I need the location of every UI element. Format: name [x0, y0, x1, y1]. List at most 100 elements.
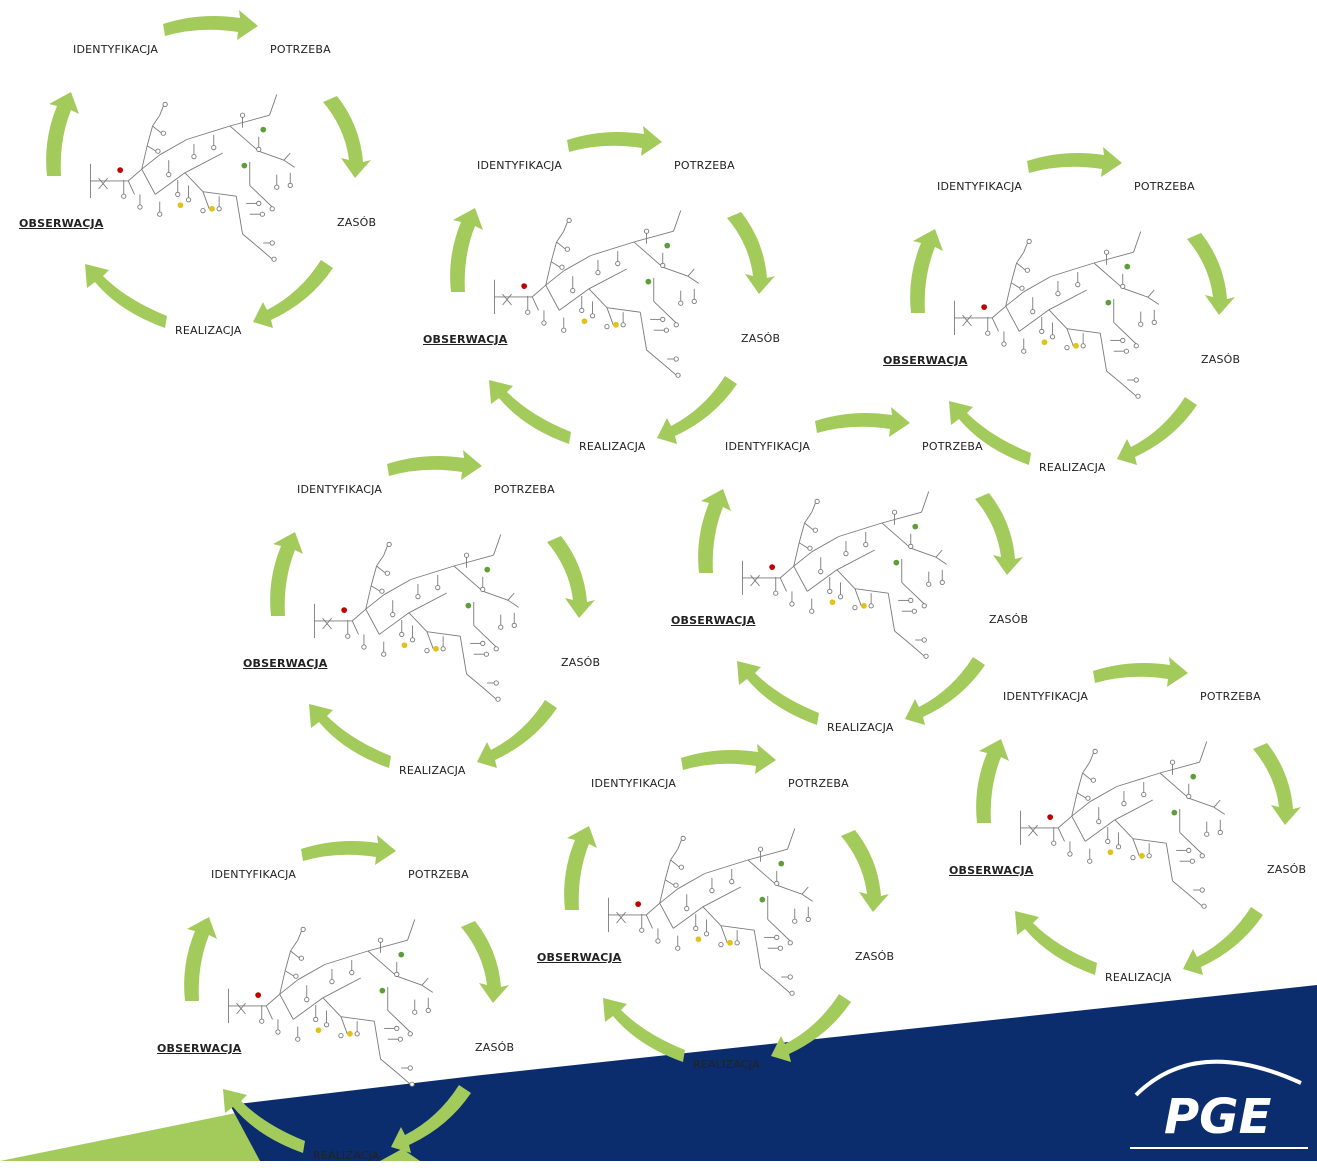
network-node-green	[379, 987, 386, 994]
cycle-arrow	[85, 264, 167, 328]
network-node	[660, 316, 666, 323]
network-node	[891, 509, 898, 515]
label-zasob: ZASÓB	[337, 216, 377, 229]
network-node	[495, 696, 501, 702]
network-node	[295, 1036, 301, 1042]
network-node	[639, 927, 645, 933]
cycle-arrows	[450, 126, 775, 444]
network-node-green	[1105, 299, 1112, 306]
cycle-arrow	[681, 744, 776, 774]
label-obserwacja: OBSERWACJA	[157, 1042, 242, 1055]
network-node	[1135, 393, 1141, 399]
network-node	[157, 211, 163, 217]
network-node	[579, 307, 585, 314]
cycle-arrow	[223, 1089, 305, 1153]
cycle-arrow	[976, 739, 1009, 823]
label-identyfikacja: IDENTYFIKACJA	[211, 868, 297, 881]
network-node-red	[1047, 814, 1054, 820]
cycle-arrow	[1027, 147, 1122, 177]
cycle-arrow	[450, 208, 483, 292]
network-node	[200, 207, 206, 214]
network-node	[1189, 858, 1195, 864]
network-node	[1186, 847, 1192, 854]
network-node-yellow	[1041, 339, 1048, 346]
cycle-arrow	[489, 380, 571, 444]
network-node	[939, 579, 945, 586]
network-node	[589, 313, 596, 319]
label-identyfikacja: IDENTYFIKACJA	[297, 483, 383, 496]
label-obserwacja: OBSERWACJA	[243, 657, 328, 670]
cycle-arrow	[564, 826, 597, 910]
network-node	[256, 146, 262, 153]
network-node	[911, 608, 917, 614]
network-node-green	[759, 896, 766, 903]
network-node	[323, 1022, 330, 1028]
network-node	[480, 586, 486, 593]
network-node-red	[981, 304, 988, 310]
network-node	[923, 653, 929, 659]
network-node	[191, 153, 197, 160]
network-node	[435, 584, 441, 591]
cycle-arrows	[976, 657, 1301, 975]
network-node-yellow	[401, 642, 408, 649]
network-node	[1019, 285, 1025, 291]
cycle-arrow	[301, 835, 396, 865]
label-potrzeba: POTRZEBA	[1134, 180, 1195, 193]
cycle-arrows	[184, 835, 509, 1153]
label-realizacja: REALIZACJA	[1039, 461, 1106, 474]
network-node-yellow	[1139, 852, 1145, 859]
network-node	[256, 200, 262, 207]
label-zasob: ZASÓB	[561, 656, 601, 669]
network-node	[852, 604, 858, 611]
network-node	[329, 978, 335, 985]
network-node	[703, 931, 710, 937]
network-node-green	[664, 242, 671, 249]
network-node	[1001, 341, 1007, 347]
network-node	[1021, 348, 1027, 354]
network-node	[1133, 343, 1139, 349]
label-identyfikacja: IDENTYFIKACJA	[591, 777, 677, 790]
network-node	[386, 541, 392, 548]
cycle-arrow	[910, 229, 943, 313]
cycle-arrow	[815, 407, 910, 437]
network-node-green	[398, 951, 405, 958]
network-node-yellow	[727, 939, 733, 946]
network-node	[561, 327, 567, 333]
network-node	[789, 990, 795, 996]
network-node	[271, 256, 277, 262]
network-node-green	[778, 860, 785, 867]
network-node	[559, 264, 565, 270]
network-node	[1130, 854, 1136, 861]
network-node-yellow	[177, 202, 184, 209]
label-identyfikacja: IDENTYFIKACJA	[1003, 690, 1089, 703]
network-node	[734, 940, 740, 946]
network-node	[663, 327, 669, 333]
network-node	[684, 905, 690, 912]
network-node	[1051, 840, 1057, 846]
label-obserwacja: OBSERWACJA	[883, 354, 968, 367]
label-obserwacja: OBSERWACJA	[537, 951, 622, 964]
network-node-yellow	[695, 936, 702, 943]
network-node	[480, 640, 486, 647]
network-node-red	[255, 992, 262, 998]
label-potrzeba: POTRZEBA	[922, 440, 983, 453]
network-node-green	[241, 162, 248, 169]
cycle-arrow	[46, 92, 79, 176]
network-node	[691, 298, 697, 305]
label-potrzeba: POTRZEBA	[494, 483, 555, 496]
network-node	[1080, 343, 1086, 349]
network-node	[774, 880, 780, 887]
network-node	[275, 1029, 281, 1035]
cycle-arrow	[1117, 397, 1197, 465]
network-node	[868, 603, 874, 609]
cycle-arrow	[567, 126, 662, 156]
network-node	[1103, 249, 1110, 255]
network-node	[805, 916, 811, 923]
network-node	[926, 581, 932, 587]
network-node	[787, 940, 793, 946]
label-realizacja: REALIZACJA	[1105, 971, 1172, 984]
network-node	[379, 588, 385, 594]
network-node	[1141, 791, 1147, 798]
network-node	[792, 918, 798, 924]
network-diagram	[228, 919, 433, 1087]
